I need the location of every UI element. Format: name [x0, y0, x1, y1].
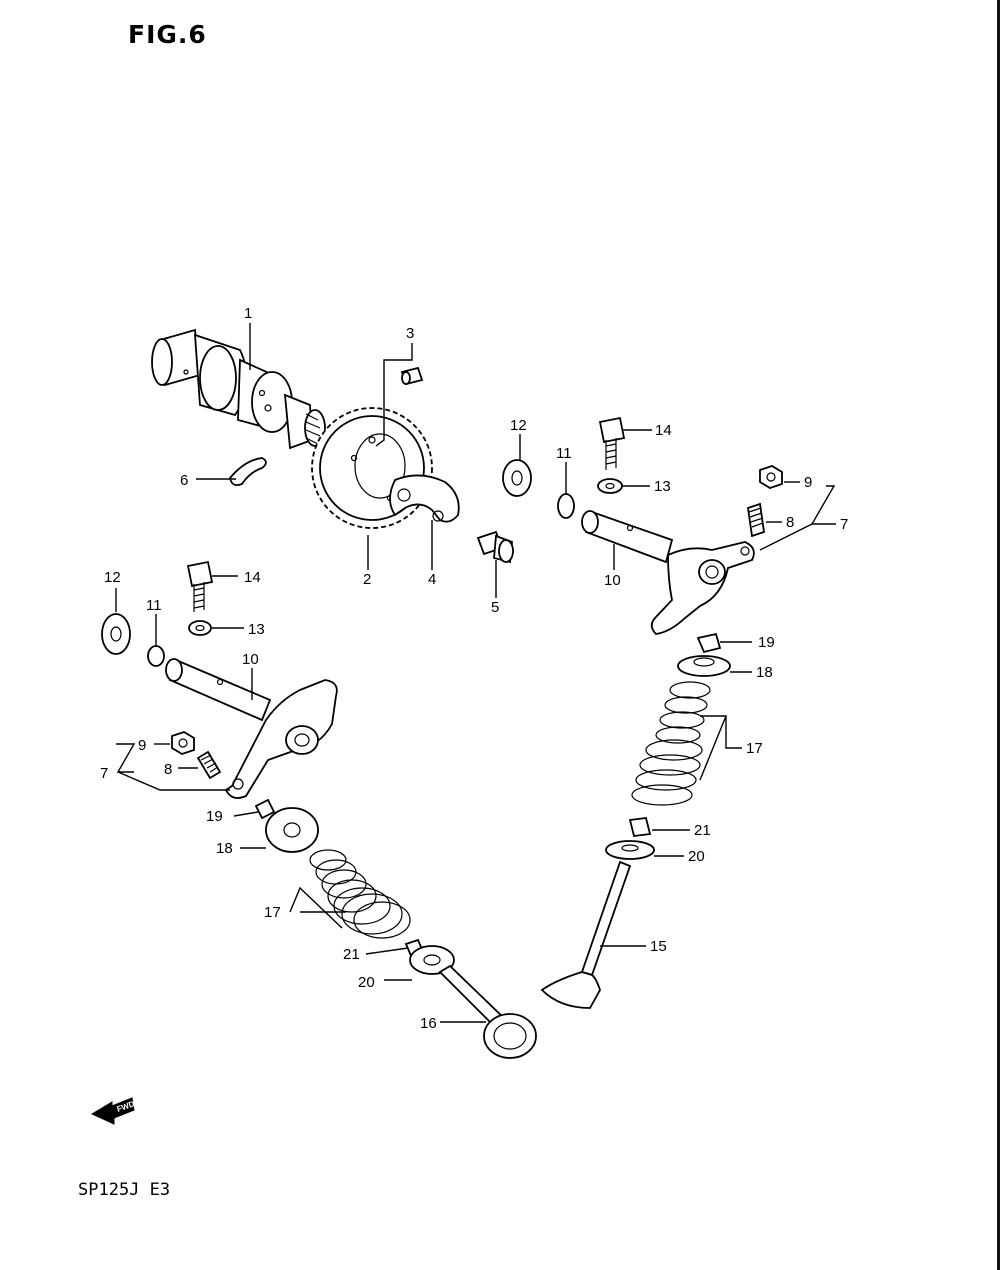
valve-spring-17-left — [309, 849, 411, 939]
spring-seat-20-right — [605, 840, 655, 860]
part-number-20-right: 20 — [688, 848, 705, 865]
figure-title: FIG.6 — [128, 20, 207, 49]
camshaft — [151, 328, 326, 450]
intake-valve-16 — [438, 964, 537, 1059]
part-number-5: 5 — [491, 599, 499, 616]
cotter-19-right — [696, 632, 722, 654]
o-ring-11-left — [147, 645, 165, 667]
part-number-14-left: 14 — [244, 569, 261, 586]
stopper-plate — [389, 474, 460, 523]
part-number-9-left: 9 — [138, 737, 146, 754]
exhaust-valve-15 — [540, 860, 632, 1009]
part-number-17-right: 17 — [746, 740, 763, 757]
bolt-14-left — [186, 560, 214, 612]
part-number-7-right: 7 — [840, 516, 848, 533]
spring-seat-20-left — [409, 945, 455, 975]
part-number-8-left: 8 — [164, 761, 172, 778]
cam-sprocket — [311, 407, 433, 529]
part-number-21-left: 21 — [343, 946, 360, 963]
valve-spring-17-right — [631, 681, 711, 806]
part-number-11-left: 11 — [146, 597, 162, 614]
part-number-16: 16 — [420, 1015, 437, 1032]
part-number-7-left: 7 — [100, 765, 108, 782]
rocker-shaft-10-right — [581, 510, 674, 564]
retainer-18-right — [677, 655, 731, 677]
rocker-arm-7-right — [650, 541, 755, 635]
part-number-18-right: 18 — [756, 664, 773, 681]
forward-arrow-icon: FWD — [90, 1097, 136, 1125]
model-label: SP125J E3 — [78, 1180, 171, 1200]
part-number-10-left: 10 — [242, 651, 259, 668]
part-number-9-right: 9 — [804, 474, 812, 491]
bolt-5 — [476, 530, 514, 564]
part-number-21-right: 21 — [694, 822, 711, 839]
part-number-14-right: 14 — [655, 422, 672, 439]
retainer-18-left — [265, 807, 319, 853]
part-number-11-right: 11 — [556, 445, 572, 462]
rocker-shaft-10-left — [165, 658, 272, 722]
washer-13-right — [597, 478, 623, 494]
part-number-4: 4 — [428, 571, 436, 588]
o-ring-11-right — [557, 493, 575, 519]
part-number-labels: 1 3 6 2 4 5 12 11 14 13 9 8 7 10 19 18 1… — [100, 305, 848, 1032]
part-number-19-right: 19 — [758, 634, 775, 651]
leader-lines — [115, 323, 836, 1023]
part-number-18-left: 18 — [216, 840, 233, 857]
nut-9-right — [759, 465, 783, 489]
part-number-6: 6 — [180, 472, 188, 489]
adjusting-screw-8-left — [196, 750, 222, 780]
circlip — [229, 457, 267, 487]
part-number-15: 15 — [650, 938, 667, 955]
part-number-2: 2 — [363, 571, 371, 588]
washer-12-right — [502, 459, 532, 497]
part-number-13-left: 13 — [248, 621, 265, 638]
part-number-17-left: 17 — [264, 904, 281, 921]
part-number-12-right: 12 — [510, 417, 527, 434]
page-edge-line — [997, 0, 1000, 1270]
adjusting-screw-8-right — [747, 502, 765, 538]
part-number-3: 3 — [406, 325, 414, 342]
bolt-14-right — [598, 416, 626, 470]
stem-seal-21-right — [628, 817, 652, 837]
part-number-12-left: 12 — [104, 569, 121, 586]
dowel-pin — [400, 366, 424, 386]
cotter-19-left — [254, 798, 276, 820]
washer-13-left — [188, 620, 212, 636]
part-number-10-right: 10 — [604, 572, 621, 589]
nut-9-left — [171, 731, 195, 755]
part-number-19-left: 19 — [206, 808, 223, 825]
washer-12-left — [101, 613, 131, 655]
part-number-8-right: 8 — [786, 514, 794, 531]
part-number-20-left: 20 — [358, 974, 375, 991]
part-number-13-right: 13 — [654, 478, 671, 495]
part-number-1: 1 — [244, 305, 252, 322]
rocker-arm-7-left — [224, 679, 338, 799]
